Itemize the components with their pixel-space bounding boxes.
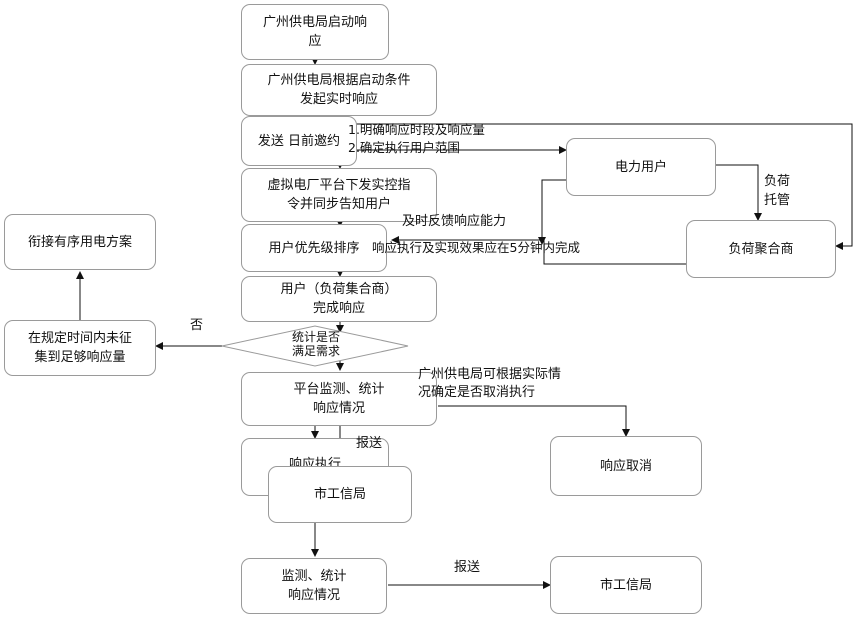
node-load-aggregator: 负荷聚合商 — [686, 220, 836, 278]
label-report-2: 报送 — [454, 560, 481, 575]
node-vpp-dispatch: 虚拟电厂平台下发实控指 令并同步告知用户 — [241, 168, 437, 222]
arrow-user-feedback — [538, 179, 566, 245]
arrow-to-aggregator-top — [340, 123, 853, 250]
node-response-cancel: 响应取消 — [550, 436, 702, 496]
decision-diamond — [221, 325, 409, 367]
label-execute-time: 响应执行及实现效果应在5分钟内完成 — [372, 240, 580, 255]
arrow-monitor-to-cancel — [438, 405, 630, 437]
label-no: 否 — [190, 318, 204, 333]
node-send-dayahead: 发送 日前邀约 — [241, 116, 357, 166]
label-load-trust: 负荷 托管 — [764, 174, 791, 208]
decision-label: 统计是否 满足需求 — [291, 330, 340, 358]
node-power-user: 电力用户 — [566, 138, 716, 196]
node-initiate-realtime: 广州供电局根据启动条件 发起实时响应 — [241, 64, 437, 116]
label-clarify-2: 2.确定执行用户范围 — [348, 140, 460, 155]
label-report-1: 报送 — [356, 436, 383, 451]
arrow-user-to-aggregator — [716, 164, 762, 221]
node-city-bureau-1: 市工信局 — [268, 466, 412, 523]
label-cancel-note: 广州供电局可根据实际情 况确定是否取消执行 — [418, 367, 562, 400]
node-orderly-plan: 衔接有序用电方案 — [4, 214, 156, 270]
node-insufficient: 在规定时间内未征 集到足够响应量 — [4, 320, 156, 376]
label-feedback: 及时反馈响应能力 — [402, 214, 507, 229]
node-city-bureau-2: 市工信局 — [550, 556, 702, 614]
arrow-aggregator-feedback — [391, 236, 686, 265]
node-user-complete: 用户（负荷集合商） 完成响应 — [241, 276, 437, 322]
node-platform-monitor: 平台监测、统计 响应情况 — [241, 372, 437, 426]
node-start-response: 广州供电局启动响 应 — [241, 4, 389, 60]
node-user-priority: 用户优先级排序 — [241, 224, 387, 272]
node-monitor-stats: 监测、统计 响应情况 — [241, 558, 387, 614]
label-clarify-1: 1.明确响应时段及响应量 — [348, 122, 485, 137]
